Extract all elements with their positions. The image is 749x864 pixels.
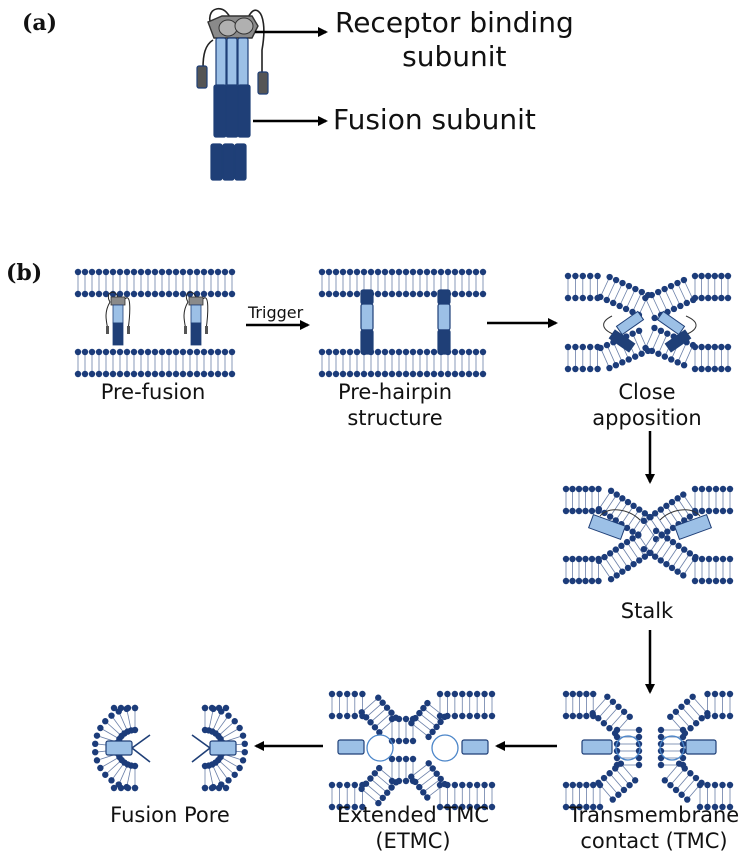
pre-hairpin-line2: structure [347, 406, 443, 430]
fusion-subunit-label: Fusion subunit [333, 103, 536, 136]
target-membrane [564, 324, 732, 373]
pre-hairpin-line1: Pre-hairpin [337, 380, 453, 404]
tmc-line1: Transmembrane [568, 803, 740, 827]
tmc-proteins [581, 735, 717, 761]
pre-hairpin-protein [360, 289, 374, 355]
etmc-line2: (ETMC) [375, 829, 451, 853]
transmembrane-domain [234, 143, 247, 181]
upper-membrane [328, 690, 496, 745]
fusion-peptide [360, 289, 374, 305]
close-apposition-line2: apposition [592, 406, 702, 430]
helix-bundle [461, 739, 489, 755]
stem [360, 329, 374, 355]
stalk-label: Stalk [620, 599, 674, 623]
fusion-subunit-dark [237, 84, 251, 138]
stalk-proteins [587, 509, 713, 541]
left-fused-membrane [562, 690, 643, 811]
close-apposition-line1: Close [618, 380, 676, 404]
receptor-binding-label: Receptor binding subunit [335, 6, 574, 74]
pre-fusion-label: Pre-fusion [100, 380, 206, 404]
target-membrane [318, 348, 487, 378]
stem [437, 329, 451, 355]
tmc-line2: contact (TMC) [580, 829, 728, 853]
hairpin-pair [603, 310, 697, 353]
helix-bundle [209, 740, 237, 756]
heptad-repeat [360, 303, 374, 331]
heptad-repeat [437, 303, 451, 331]
transmembrane-domain [210, 143, 223, 181]
etmc-label: Extended TMC (ETMC) [333, 802, 493, 854]
fusion-subunit-light [226, 37, 238, 87]
pre-hairpin-protein [437, 289, 451, 355]
glycoprotein-trimer [196, 8, 269, 181]
target-membrane [74, 348, 236, 378]
etmc-proteins [337, 734, 489, 762]
pre-hairpin-label: Pre-hairpin structure [315, 379, 475, 431]
viral-membrane [74, 268, 236, 298]
helix-bundle [581, 739, 613, 755]
gray-linker [196, 65, 208, 89]
pore-proteins [105, 734, 237, 763]
viral-membrane [562, 485, 734, 543]
transmembrane-domain [222, 143, 235, 181]
etmc-line1: Extended TMC [336, 803, 490, 827]
fusion-pore-label: Fusion Pore [110, 803, 230, 827]
helix-bundle [685, 739, 717, 755]
fusion-subunit-dark [225, 84, 239, 138]
fusion-peptide [437, 289, 451, 305]
trigger-label: Trigger [248, 303, 304, 322]
pore-left-lip [92, 704, 139, 792]
fusion-subunit-dark [213, 84, 227, 138]
close-apposition-label: Close apposition [572, 379, 722, 431]
receptor-binding-line1: Receptor binding [335, 6, 574, 39]
gray-linker [257, 71, 269, 95]
receptor-binding-head [234, 17, 254, 35]
fusion-subunit-light [215, 37, 227, 87]
helix-bundle [105, 740, 133, 756]
panel-b-label: (b) [6, 260, 43, 286]
helix-bundle [337, 739, 365, 755]
lower-membrane [328, 755, 496, 811]
panel-a-label: (a) [22, 10, 58, 36]
receptor-binding-line2: subunit [402, 40, 507, 73]
viral-membrane [318, 268, 487, 298]
receptor-binding-head [218, 19, 238, 37]
target-membrane [562, 527, 734, 585]
loop [202, 39, 214, 69]
viral-membrane [564, 272, 732, 322]
pre-fusion-trimer [183, 291, 209, 346]
tmc-label: Transmembrane contact (TMC) [560, 802, 748, 854]
pre-fusion-trimer [105, 291, 131, 346]
fusion-subunit-light [237, 37, 249, 87]
